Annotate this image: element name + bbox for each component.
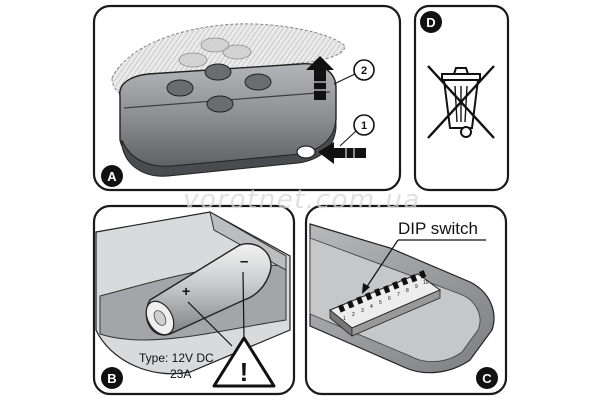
dip-number-7: 7 bbox=[397, 292, 400, 298]
panel-a-badge-label: A bbox=[107, 169, 117, 184]
dip-number-1: 1 bbox=[343, 316, 346, 322]
dip-number-8: 8 bbox=[406, 288, 409, 294]
panel-c-badge-label: C bbox=[482, 371, 492, 386]
battery bbox=[145, 243, 272, 336]
warning-triangle-icon bbox=[212, 336, 276, 388]
panel-d-badge-label: D bbox=[426, 15, 435, 30]
site-watermark: vorotnet.com.ua bbox=[183, 185, 421, 215]
panel-d: D bbox=[413, 4, 510, 192]
panel-d-badge bbox=[420, 11, 442, 33]
release-tab bbox=[296, 145, 316, 159]
remote-button-2 bbox=[204, 63, 232, 81]
panel-b-badge bbox=[101, 367, 123, 389]
dip-number-4: 4 bbox=[370, 304, 373, 310]
panel-b: + – ! Type: 12V DC 23A B bbox=[92, 204, 296, 396]
weee-crossed-bin-icon bbox=[427, 65, 495, 139]
panel-b-badge-label: B bbox=[107, 371, 116, 386]
dip-number-5: 5 bbox=[379, 300, 382, 306]
panel-c: 1 2 3 4 5 6 7 8 9 10 DIP switch C bbox=[304, 204, 508, 396]
push-arrow-icon bbox=[318, 142, 366, 164]
step-2-label: 2 bbox=[361, 65, 367, 77]
remote-button-1 bbox=[166, 79, 194, 97]
step-1-circle bbox=[353, 114, 375, 136]
battery-current-label: 23A bbox=[170, 367, 191, 381]
lift-arrow-icon bbox=[306, 56, 334, 100]
dip-switch-block: 1 2 3 4 5 6 7 8 9 10 bbox=[329, 270, 442, 337]
battery-plus-sign: + bbox=[182, 283, 190, 299]
dip-number-9: 9 bbox=[415, 284, 418, 290]
warning-exclamation: ! bbox=[240, 357, 249, 387]
remote-button-3 bbox=[244, 73, 272, 91]
battery-minus-sign: – bbox=[240, 253, 248, 270]
remote-control bbox=[119, 63, 337, 177]
step-1-label: 1 bbox=[361, 120, 367, 132]
panel-c-badge bbox=[476, 367, 498, 389]
dip-number-10: 10 bbox=[423, 280, 429, 286]
dip-number-3: 3 bbox=[361, 308, 364, 314]
panel-a: 1 2 A bbox=[92, 4, 402, 192]
panel-a-badge bbox=[101, 165, 123, 187]
remote-button-4 bbox=[206, 95, 234, 113]
dip-switch-label: DIP switch bbox=[398, 219, 478, 238]
dip-number-6: 6 bbox=[388, 296, 391, 302]
dip-number-2: 2 bbox=[352, 312, 355, 318]
step-2-circle bbox=[353, 59, 375, 81]
battery-type-label: Type: 12V DC bbox=[139, 351, 214, 365]
